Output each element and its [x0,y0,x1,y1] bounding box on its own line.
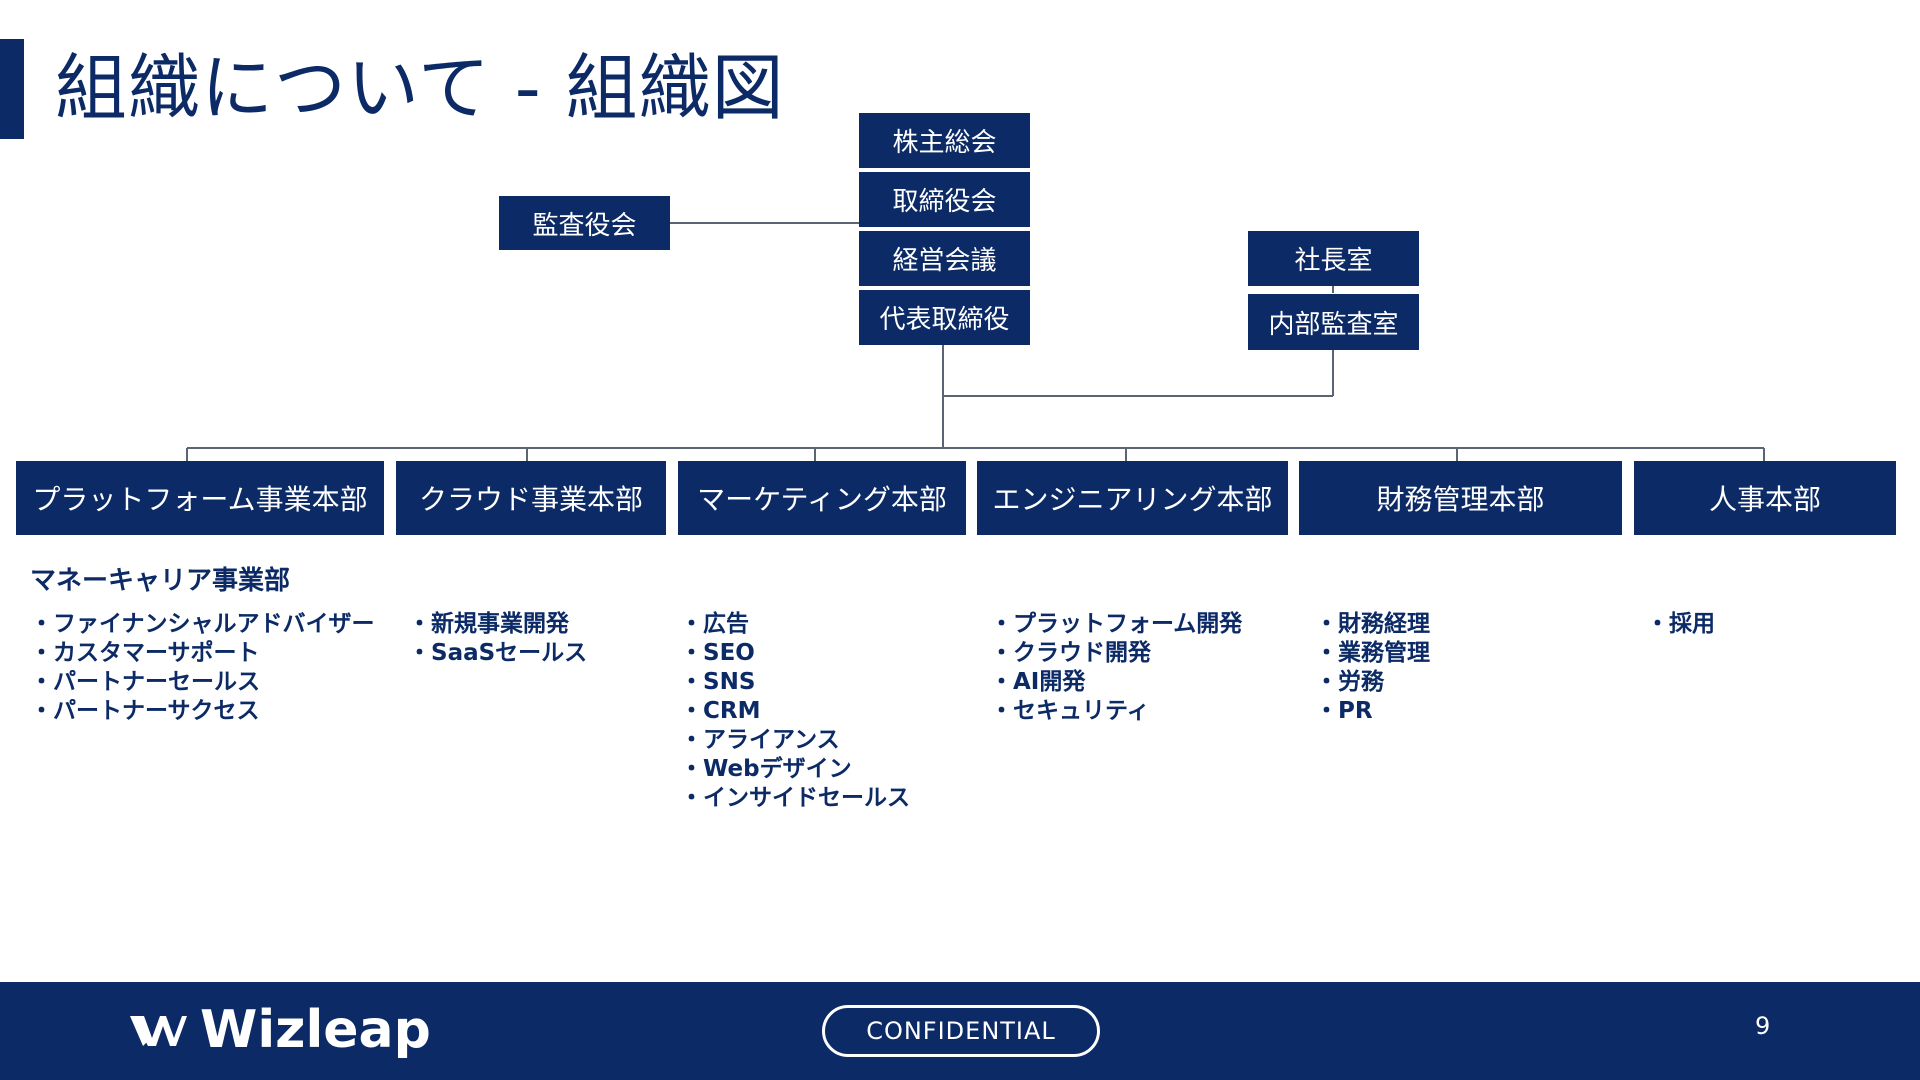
board-of-directors-box: 取締役会 [859,172,1030,227]
list-item: Webデザイン [680,755,910,784]
list-item: 財務経理 [1315,610,1430,639]
wizleap-logo-icon [130,1016,187,1046]
list-item: パートナーサクセス [30,697,375,726]
list-item: クラウド開発 [990,639,1242,668]
list-item: SNS [680,668,910,697]
finance-items: 財務経理 業務管理 労務 PR [1315,610,1430,726]
internal-audit-box: 内部監査室 [1248,294,1419,350]
list-item: 新規事業開発 [408,610,587,639]
title-accent-bar [0,39,24,139]
shareholders-meeting-box: 株主総会 [859,113,1030,168]
list-item: プラットフォーム開発 [990,610,1242,639]
list-item: インサイドセールス [680,784,910,813]
confidential-badge: CONFIDENTIAL [822,1005,1100,1057]
list-item: セキュリティ [990,697,1242,726]
dept-platform: プラットフォーム事業本部 [16,461,384,535]
list-item: 労務 [1315,668,1430,697]
list-item: CRM [680,697,910,726]
list-item: 採用 [1646,610,1715,639]
audit-board-box: 監査役会 [499,196,670,250]
list-item: アライアンス [680,726,910,755]
dept-engineering: エンジニアリング本部 [977,461,1288,535]
list-item: PR [1315,697,1430,726]
president-office-box: 社長室 [1248,231,1419,286]
management-meeting-box: 経営会議 [859,231,1030,286]
list-item: SaaSセールス [408,639,587,668]
list-item: カスタマーサポート [30,639,375,668]
ceo-box: 代表取締役 [859,290,1030,345]
list-item: 広告 [680,610,910,639]
page-number: 9 [1755,1012,1771,1040]
company-logo: Wizleap [130,1000,431,1060]
page-title: 組織について - 組織図 [55,46,785,130]
list-item: 業務管理 [1315,639,1430,668]
list-item: パートナーセールス [30,668,375,697]
platform-sub-division: マネーキャリア事業部 [30,566,291,596]
engineering-items: プラットフォーム開発 クラウド開発 AI開発 セキュリティ [990,610,1242,726]
list-item: SEO [680,639,910,668]
dept-hr: 人事本部 [1634,461,1896,535]
cloud-items: 新規事業開発 SaaSセールス [408,610,587,668]
marketing-items: 広告 SEO SNS CRM アライアンス Webデザイン インサイドセールス [680,610,910,813]
dept-finance: 財務管理本部 [1299,461,1622,535]
hr-items: 採用 [1646,610,1715,639]
footer-bar: Wizleap CONFIDENTIAL 9 [0,982,1920,1080]
logo-wordmark: Wizleap [200,1000,431,1060]
list-item: ファイナンシャルアドバイザー [30,610,375,639]
dept-cloud: クラウド事業本部 [396,461,666,535]
list-item: AI開発 [990,668,1242,697]
platform-items: ファイナンシャルアドバイザー カスタマーサポート パートナーセールス パートナー… [30,610,375,726]
dept-marketing: マーケティング本部 [678,461,966,535]
